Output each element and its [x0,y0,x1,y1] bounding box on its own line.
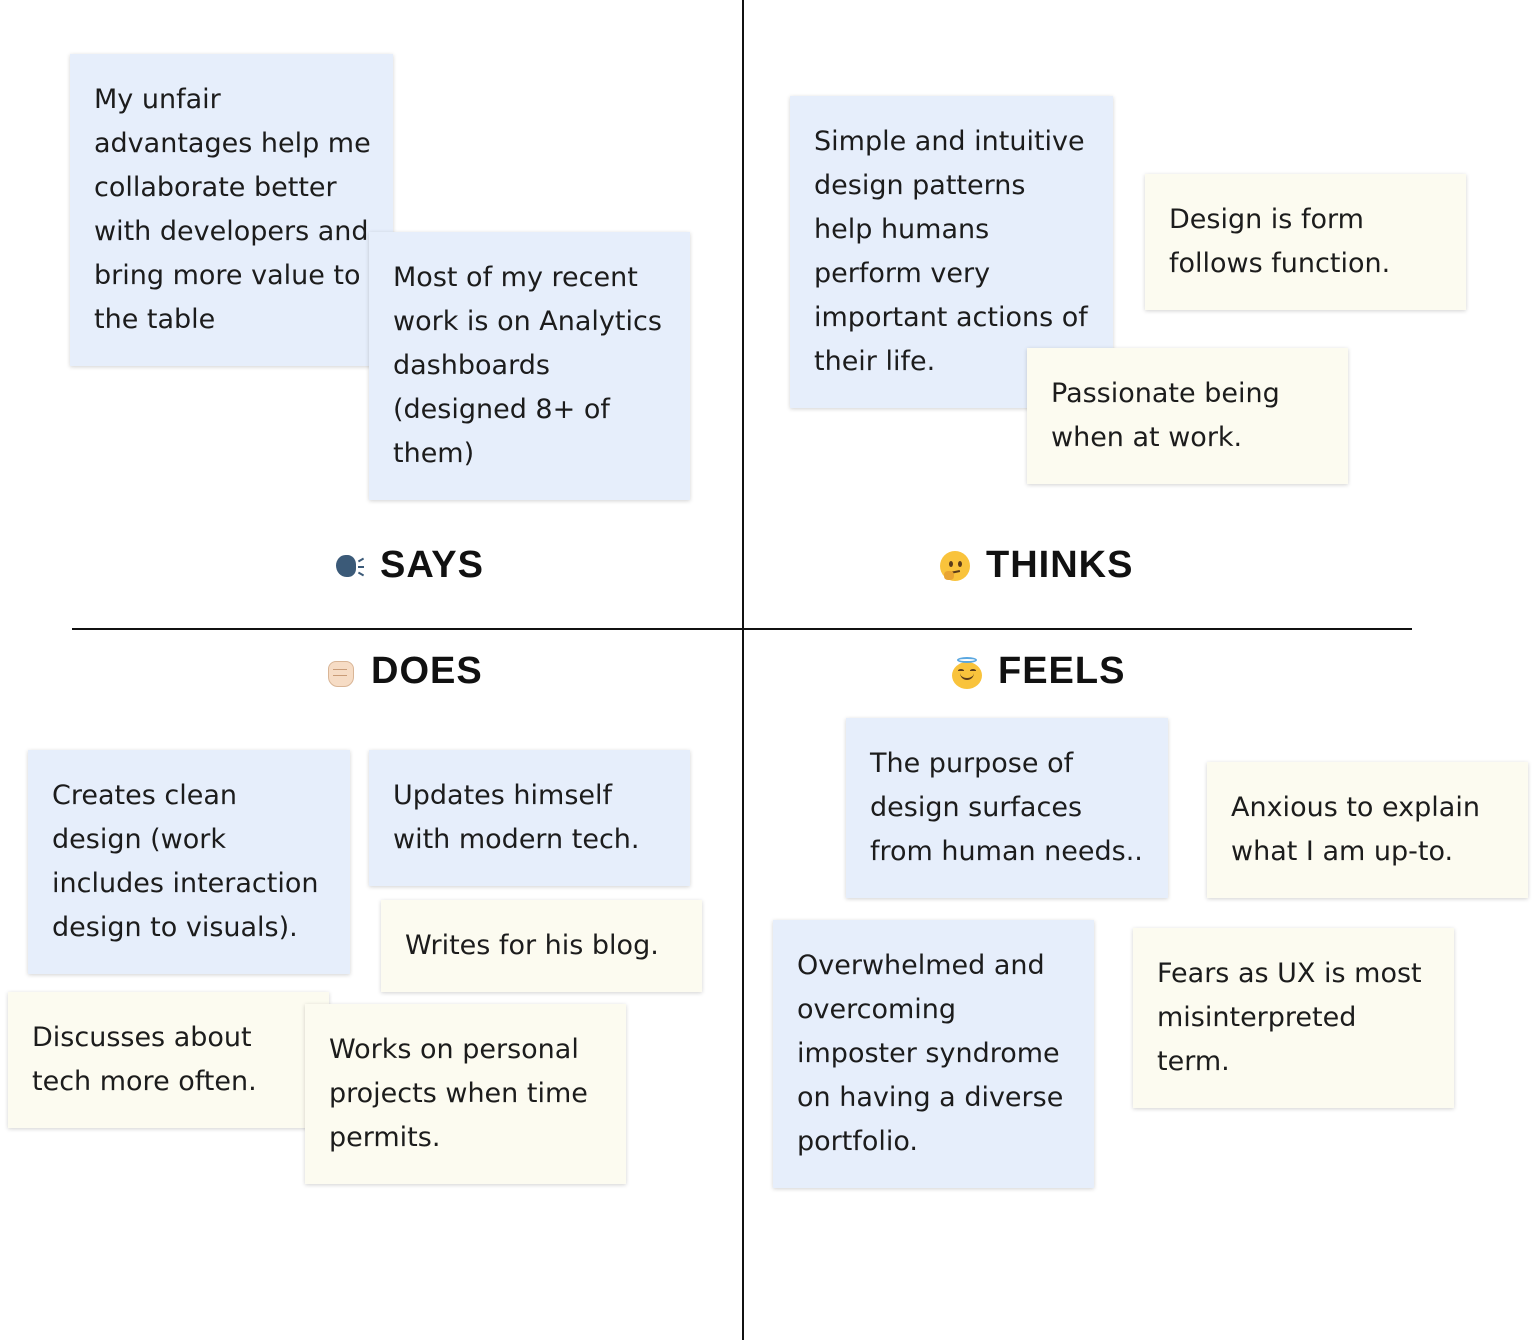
note-text: Fears as UX is most misinterpreted term. [1157,958,1422,1077]
sticky-note-does-2[interactable]: Updates himself with modern tech. [369,750,690,886]
note-text: Most of my recent work is on Analytics d… [393,262,662,469]
quadrant-title: SAYS [380,544,484,586]
vertical-divider [742,0,744,1340]
sticky-note-does-1[interactable]: Creates clean design (work includes inte… [28,750,350,974]
thinking-face-icon [940,550,970,581]
note-text: Updates himself with modern tech. [393,780,640,855]
sticky-note-does-3[interactable]: Writes for his blog. [381,900,702,992]
quadrant-title: THINKS [986,544,1134,586]
note-text: Creates clean design (work includes inte… [52,780,319,943]
sticky-note-does-5[interactable]: Works on personal projects when time per… [305,1004,626,1184]
raised-fist-icon [325,657,355,687]
sticky-note-feels-2[interactable]: Anxious to explain what I am up-to. [1207,762,1528,898]
note-text: Simple and intuitive design patterns hel… [814,126,1088,377]
sticky-note-feels-3[interactable]: Overwhelmed and overcoming imposter synd… [773,920,1094,1188]
note-text: Discusses about tech more often. [32,1022,257,1097]
smiling-face-with-halo-icon [952,656,982,689]
note-text: My unfair advantages help me collaborate… [94,84,371,335]
sticky-note-thinks-2[interactable]: Design is form follows function. [1145,174,1466,310]
speaking-head-icon [334,551,365,581]
note-text: Anxious to explain what I am up-to. [1231,792,1480,867]
sticky-note-says-2[interactable]: Most of my recent work is on Analytics d… [369,232,690,500]
quadrant-title: DOES [371,650,483,692]
sticky-note-does-4[interactable]: Discusses about tech more often. [8,992,329,1128]
quadrant-heading-says: SAYS [334,544,484,587]
note-text: The purpose of design surfaces from huma… [870,748,1143,867]
note-text: Overwhelmed and overcoming imposter synd… [797,950,1064,1157]
note-text: Passionate being when at work. [1051,378,1280,453]
quadrant-title: FEELS [998,650,1126,692]
note-text: Design is form follows function. [1169,204,1391,279]
sticky-note-thinks-1[interactable]: Simple and intuitive design patterns hel… [790,96,1113,408]
note-text: Works on personal projects when time per… [329,1034,588,1153]
quadrant-heading-does: DOES [325,650,483,693]
sticky-note-says-1[interactable]: My unfair advantages help me collaborate… [70,54,393,366]
note-text: Writes for his blog. [405,930,659,961]
quadrant-heading-feels: FEELS [952,650,1125,693]
sticky-note-feels-1[interactable]: The purpose of design surfaces from huma… [846,718,1168,898]
horizontal-divider [72,628,1412,630]
sticky-note-thinks-3[interactable]: Passionate being when at work. [1027,348,1348,484]
sticky-note-feels-4[interactable]: Fears as UX is most misinterpreted term. [1133,928,1454,1108]
quadrant-heading-thinks: THINKS [940,544,1133,587]
